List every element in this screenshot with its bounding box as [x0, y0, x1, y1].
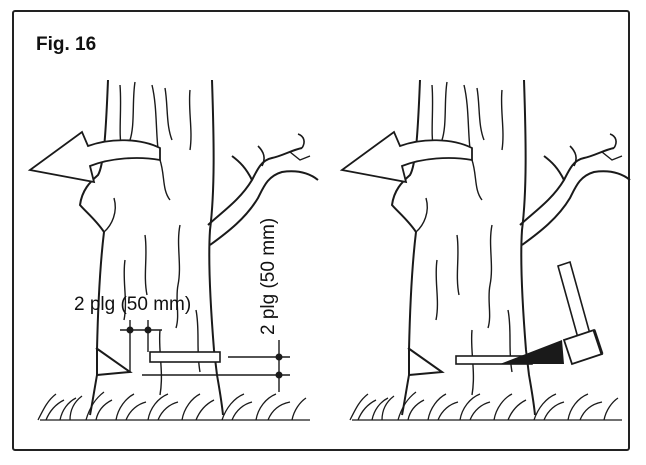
tree-trunk-icon: [341, 79, 631, 421]
tree-left: 2 plg (50 mm) 2 plg (50 mm): [29, 79, 319, 421]
figure-frame: [12, 10, 630, 451]
tree-right: [341, 79, 631, 421]
label-horizontal: 2 plg (50 mm): [74, 294, 191, 315]
hammer-icon: [557, 260, 604, 366]
figure-title: Fig. 16: [36, 34, 97, 55]
horizontal-dimension: [120, 320, 162, 372]
vertical-dimension: [142, 340, 290, 392]
label-vertical: 2 plg (50 mm): [258, 218, 279, 335]
wedge-icon: [500, 340, 564, 364]
back-cut: [149, 351, 221, 363]
